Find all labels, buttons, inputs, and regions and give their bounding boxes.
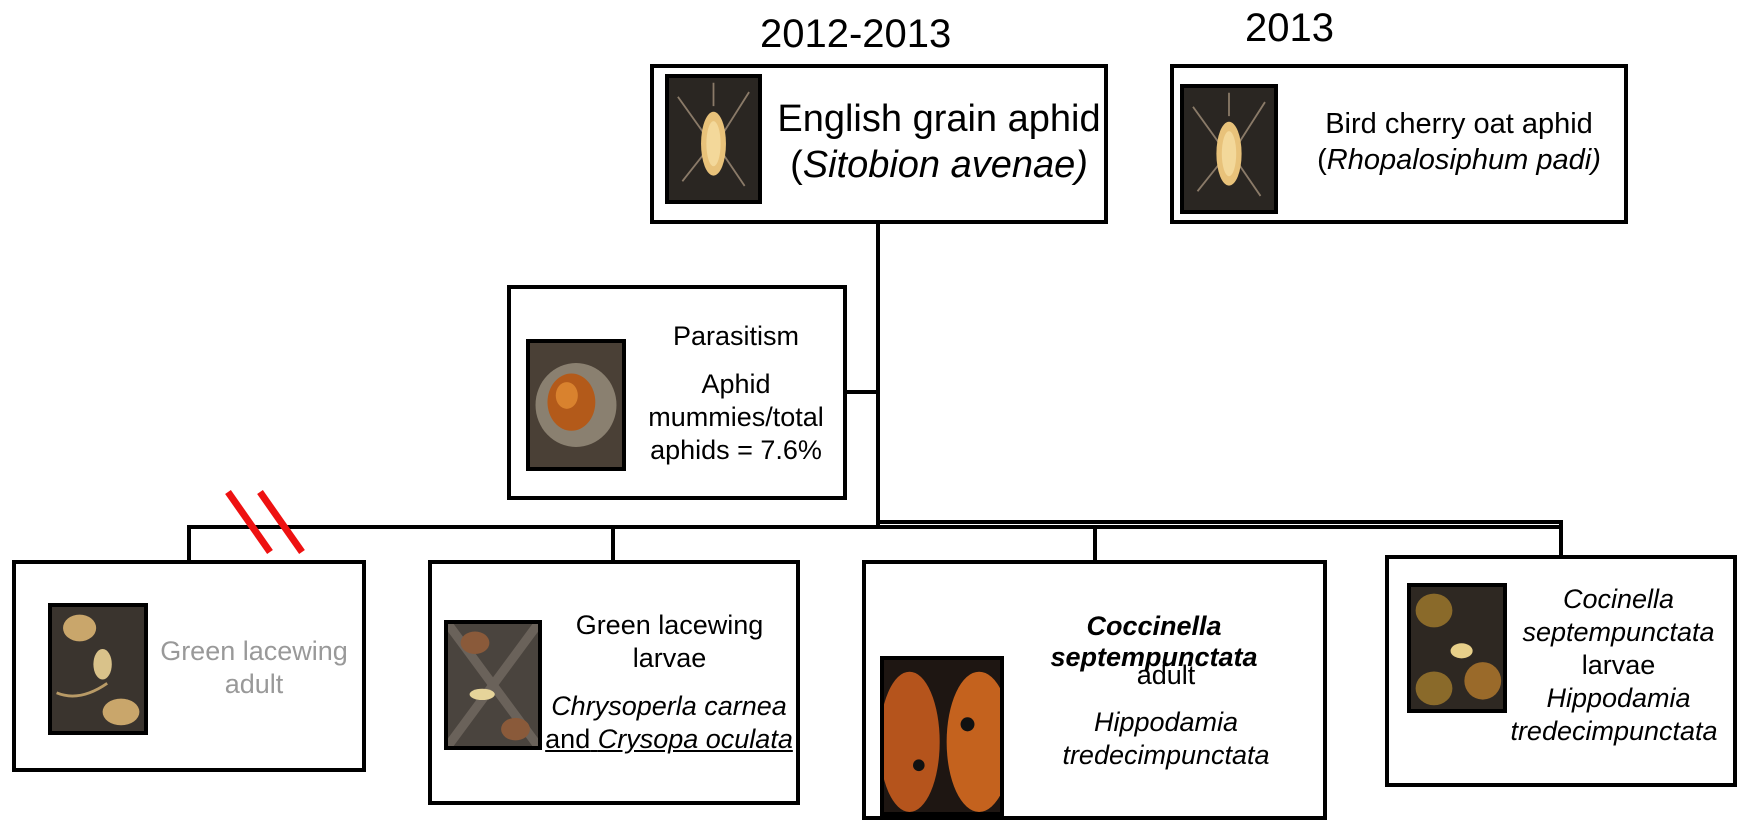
bird-cherry-latin: Rhopalosiphum padi) (1327, 144, 1601, 176)
coccinella-larvae-box: Cocinella septempunctata larvae Hippodam… (1385, 555, 1737, 787)
bird-cherry-open-paren: ( (1317, 144, 1327, 176)
lacewing-adult-photo (48, 603, 148, 735)
english-aphid-name: English grain aphid (774, 98, 1104, 142)
coccinella-larvae-stage: larvae (1501, 650, 1736, 681)
cut-mark (228, 492, 302, 552)
english-aphid-latin: Sitobion avenae) (803, 144, 1088, 186)
lacewing-larvae-photo (444, 620, 542, 750)
lacewing-larvae-line1: Green lacewing (552, 610, 787, 641)
parasitism-line3: aphids = 7.6% (641, 435, 831, 466)
aphid-mummy-photo (526, 339, 626, 471)
english-grain-aphid-box: English grain aphid (Sitobion avenae) (650, 64, 1108, 224)
aphid-photo-2 (1180, 84, 1278, 214)
bird-cherry-name: Bird cherry oat aphid (1304, 108, 1614, 141)
parasitism-line2: mummies/total (641, 402, 831, 433)
lacewing-adult-box: Green lacewing adult (12, 560, 366, 772)
parasitism-title: Parasitism (641, 321, 831, 352)
english-aphid-latin-line: (Sitobion avenae) (774, 144, 1104, 188)
lacewing-larvae-and: and (545, 724, 590, 754)
lacewing-larvae-box: Green lacewing larvae Chrysoperla carnea… (428, 560, 800, 805)
lacewing-larvae-latin1: Chrysoperla carnea (544, 691, 794, 722)
lacewing-adult-line1: Green lacewing (154, 636, 354, 667)
lady-beetle-photo (880, 656, 1004, 816)
year-label-main: 2012-2013 (760, 12, 951, 57)
coccinella-larvae-latin1b: septempunctata (1501, 617, 1736, 648)
bird-cherry-oat-aphid-box: Bird cherry oat aphid (Rhopalosiphum pad… (1170, 64, 1628, 224)
english-aphid-open-paren: ( (790, 144, 803, 186)
coccinella-adult-box: Coccinella septempunctata adult Hippodam… (862, 560, 1327, 820)
coccinella-larvae-latin1a: Cocinella (1501, 584, 1736, 615)
coccinella-adult-latin2a: Hippodamia (1016, 707, 1316, 738)
lacewing-larvae-line2: larvae (552, 643, 787, 674)
aphid-photo (665, 74, 762, 204)
coccinella-larvae-latin2b: tredecimpunctata (1489, 716, 1739, 747)
parasitism-line1: Aphid (641, 369, 831, 400)
lacewing-adult-line2: adult (154, 669, 354, 700)
coccinella-larvae-latin2a: Hippodamia (1501, 683, 1736, 714)
beetle-larvae-photo (1407, 583, 1507, 713)
parasitism-box: Parasitism Aphid mummies/total aphids = … (507, 285, 847, 500)
bird-cherry-latin-line: (Rhopalosiphum padi) (1304, 144, 1614, 177)
coccinella-adult-stage: adult (1016, 660, 1316, 691)
lacewing-larvae-latin2: Crysopa oculata (598, 724, 793, 754)
coccinella-adult-latin2b: tredecimpunctata (1016, 740, 1316, 771)
lacewing-larvae-latin-line2: and Crysopa oculata (544, 724, 794, 755)
year-label-secondary: 2013 (1245, 6, 1334, 51)
